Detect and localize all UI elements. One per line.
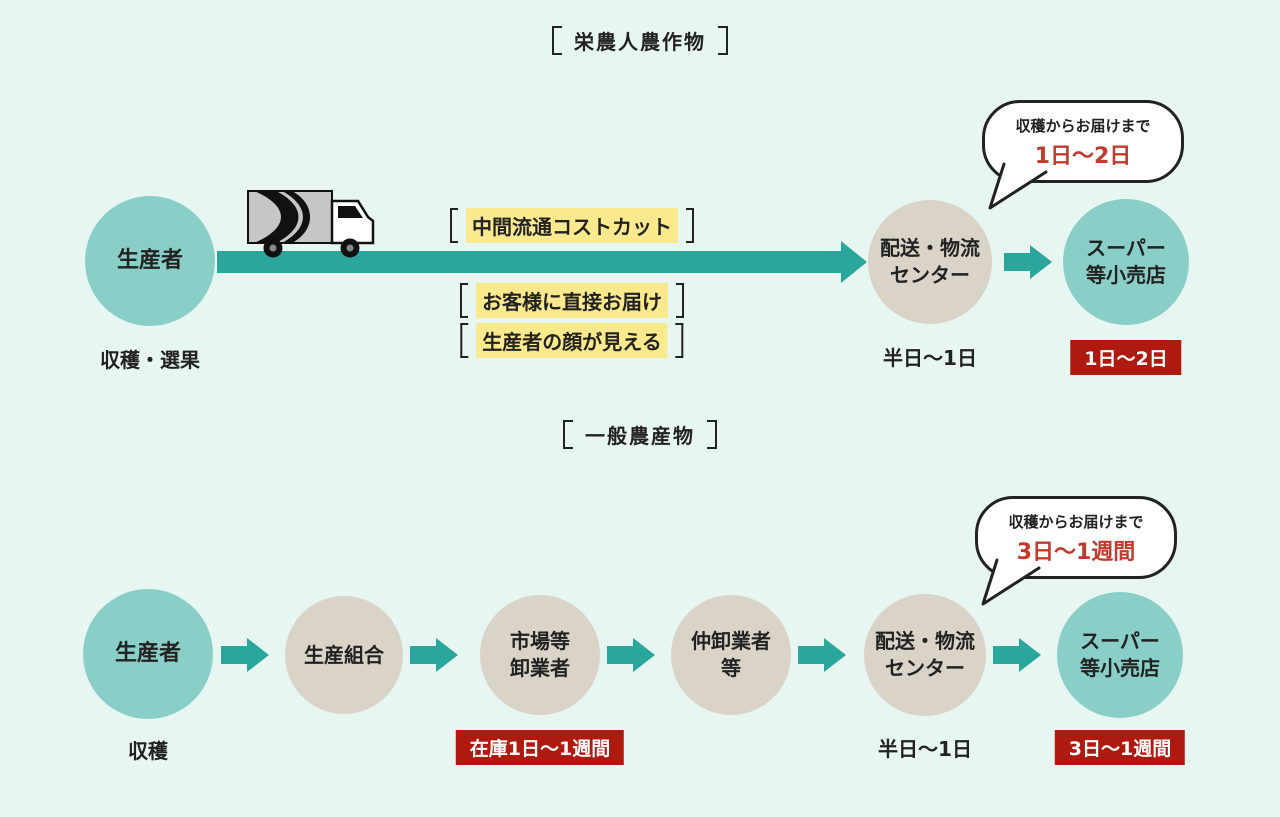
benefit-label-1: 中間流通コストカット: [450, 208, 694, 243]
bracket-left: [450, 208, 458, 243]
flow-arrow: [993, 638, 1041, 672]
bracket-left: [460, 283, 468, 318]
benefit-label-2: お客様に直接お届け: [460, 283, 684, 318]
node-producer-general: 生産者: [83, 589, 213, 719]
benefit-label-3: 生産者の顔が見える: [460, 323, 684, 358]
node-label: 生産者: [116, 248, 183, 274]
bracket-right: [707, 420, 717, 449]
node-label: 生産組合: [304, 642, 384, 667]
node-label: 生産者: [114, 641, 181, 667]
bracket-left: [563, 420, 573, 449]
bracket-right: [686, 208, 694, 243]
duration-badge-general: 3日〜1週間: [1054, 730, 1186, 765]
node-logistics-center-general: 配送・物流 センター: [864, 594, 986, 716]
node-label: スーパー 等小売店: [1086, 236, 1166, 287]
bracket-right: [675, 323, 684, 358]
callout-caption: 収穫からお届けまで: [1015, 117, 1151, 135]
callout-duration: 1日〜2日: [1034, 144, 1132, 169]
node-market-wholesaler: 市場等 卸業者: [480, 595, 600, 715]
logistics-note: 半日〜1日: [878, 737, 972, 761]
bubble-tail-icon: [981, 558, 1041, 606]
truck-icon: [247, 190, 375, 258]
benefit-text: 中間流通コストカット: [466, 208, 678, 243]
node-label: 配送・物流 センター: [875, 629, 975, 680]
flow-arrow: [1004, 245, 1052, 279]
bracket-left: [460, 323, 469, 358]
node-retail-store-general: スーパー 等小売店: [1057, 592, 1183, 718]
section2-title: 一般農産物: [563, 420, 717, 449]
node-producer-direct: 生産者: [85, 196, 215, 326]
benefit-text: お客様に直接お届け: [476, 283, 668, 318]
duration-badge-direct: 1日〜2日: [1070, 340, 1182, 375]
callout-caption: 収穫からお届けまで: [1008, 513, 1144, 531]
node-logistics-center-direct: 配送・物流 センター: [868, 200, 992, 324]
node-label: 市場等 卸業者: [510, 629, 570, 680]
section2-title-text: 一般農産物: [585, 424, 695, 448]
node-retail-store-direct: スーパー 等小売店: [1063, 199, 1189, 325]
producer-note: 収穫: [128, 739, 168, 763]
callout-bubble-general: 収穫からお届けまで 3日〜1週間: [975, 496, 1177, 579]
flow-arrow: [221, 638, 269, 672]
node-intermediate-wholesaler: 仲卸業者 等: [671, 595, 791, 715]
bubble-tail-icon: [988, 162, 1048, 210]
flow-arrow-main: [217, 241, 867, 283]
node-label: 仲卸業者 等: [691, 629, 771, 680]
bracket-right: [718, 26, 728, 55]
bracket-right: [676, 283, 684, 318]
flow-arrow: [410, 638, 458, 672]
callout-duration: 3日〜1週間: [1016, 540, 1136, 565]
benefit-text: 生産者の顔が見える: [476, 323, 668, 358]
node-label: スーパー 等小売店: [1080, 629, 1160, 680]
logistics-note: 半日〜1日: [883, 346, 977, 370]
stock-duration-badge: 在庫1日〜1週間: [455, 730, 625, 765]
section1-title: 栄農人農作物: [552, 26, 728, 55]
flow-arrow: [798, 638, 846, 672]
flow-arrow: [607, 638, 655, 672]
node-producers-union: 生産組合: [285, 596, 403, 714]
bracket-left: [552, 26, 562, 55]
section1-title-text: 栄農人農作物: [574, 30, 706, 54]
node-label: 配送・物流 センター: [880, 236, 980, 287]
producer-note: 収穫・選果: [100, 348, 200, 372]
